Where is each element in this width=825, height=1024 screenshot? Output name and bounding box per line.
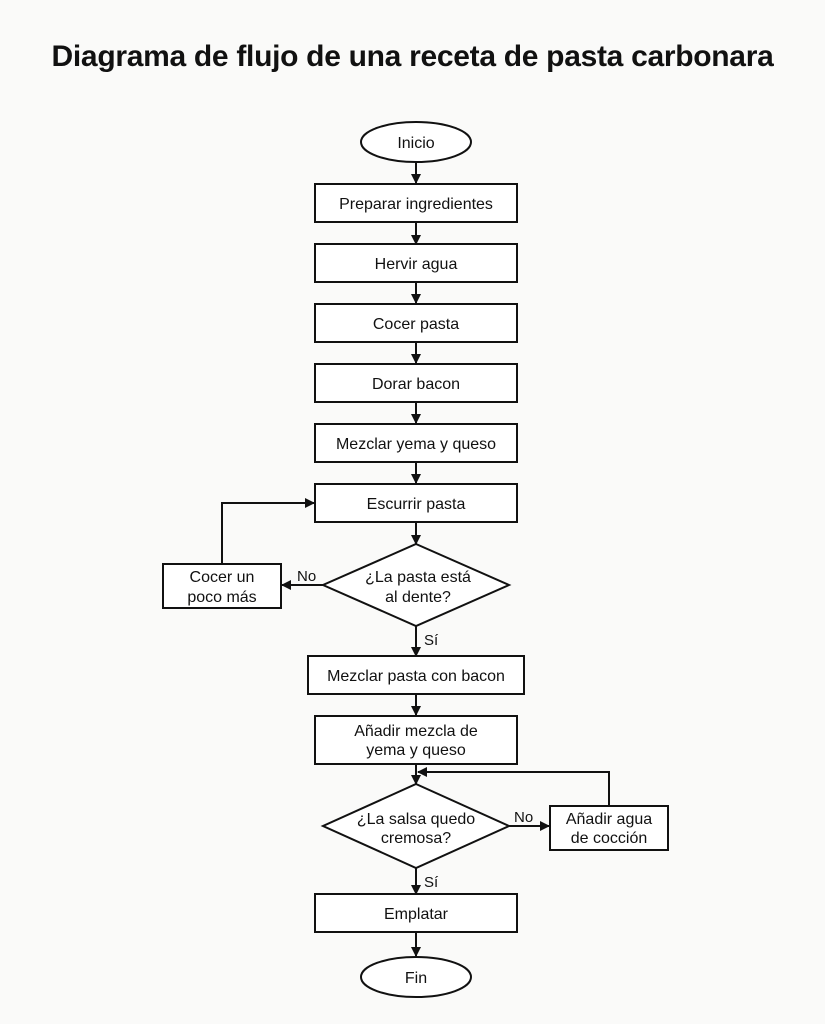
edge-label-no-2: No bbox=[514, 809, 533, 826]
label-mezclar-yema: Mezclar yema y queso bbox=[336, 436, 496, 453]
label-cocer-mas-1: Cocer un bbox=[190, 569, 255, 586]
step-dorar bbox=[314, 363, 518, 403]
step-cocer-mas bbox=[162, 563, 282, 609]
label-anadir-2: yema y queso bbox=[366, 742, 466, 759]
step-agua bbox=[549, 805, 669, 851]
edge-agua-loop bbox=[417, 767, 610, 806]
label-agua-2: de cocción bbox=[571, 830, 648, 847]
label-anadir-1: Añadir mezcla de bbox=[354, 723, 478, 740]
step-cocer bbox=[314, 303, 518, 343]
start-terminal bbox=[360, 121, 472, 163]
label-cocer-mas-2: poco más bbox=[187, 589, 256, 606]
decision-dente bbox=[320, 542, 512, 628]
diagram-title: Diagrama de flujo de una receta de pasta… bbox=[51, 40, 774, 73]
step-escurrir bbox=[314, 483, 518, 523]
label-preparar: Preparar ingredientes bbox=[339, 196, 493, 213]
label-cocer: Cocer pasta bbox=[373, 316, 459, 333]
step-mezclar-yema bbox=[314, 423, 518, 463]
label-agua-1: Añadir agua bbox=[566, 811, 652, 828]
label-fin: Fin bbox=[405, 970, 427, 987]
edge-cocer-mas-loop bbox=[221, 498, 315, 564]
label-mezclar-bacon: Mezclar pasta con bacon bbox=[327, 668, 505, 685]
edge-label-si-2: Sí bbox=[424, 874, 439, 891]
label-emplatar: Emplatar bbox=[384, 906, 449, 923]
decision-salsa bbox=[320, 782, 512, 870]
step-emplatar bbox=[314, 893, 518, 933]
step-mezclar-bacon bbox=[307, 655, 525, 695]
step-preparar bbox=[314, 183, 518, 223]
label-dorar: Dorar bacon bbox=[372, 376, 460, 393]
label-dente-1: ¿La pasta está bbox=[365, 569, 471, 586]
step-hervir bbox=[314, 243, 518, 283]
label-escurrir: Escurrir pasta bbox=[367, 496, 466, 513]
label-inicio: Inicio bbox=[397, 135, 434, 152]
step-anadir bbox=[314, 715, 518, 765]
edge-label-si-1: Sí bbox=[424, 632, 439, 649]
label-salsa-1: ¿La salsa quedo bbox=[357, 811, 475, 828]
label-salsa-2: cremosa? bbox=[381, 830, 451, 847]
end-terminal bbox=[360, 956, 472, 998]
label-hervir: Hervir agua bbox=[375, 256, 458, 273]
edge-label-no-1: No bbox=[297, 568, 316, 585]
label-dente-2: al dente? bbox=[385, 589, 451, 606]
